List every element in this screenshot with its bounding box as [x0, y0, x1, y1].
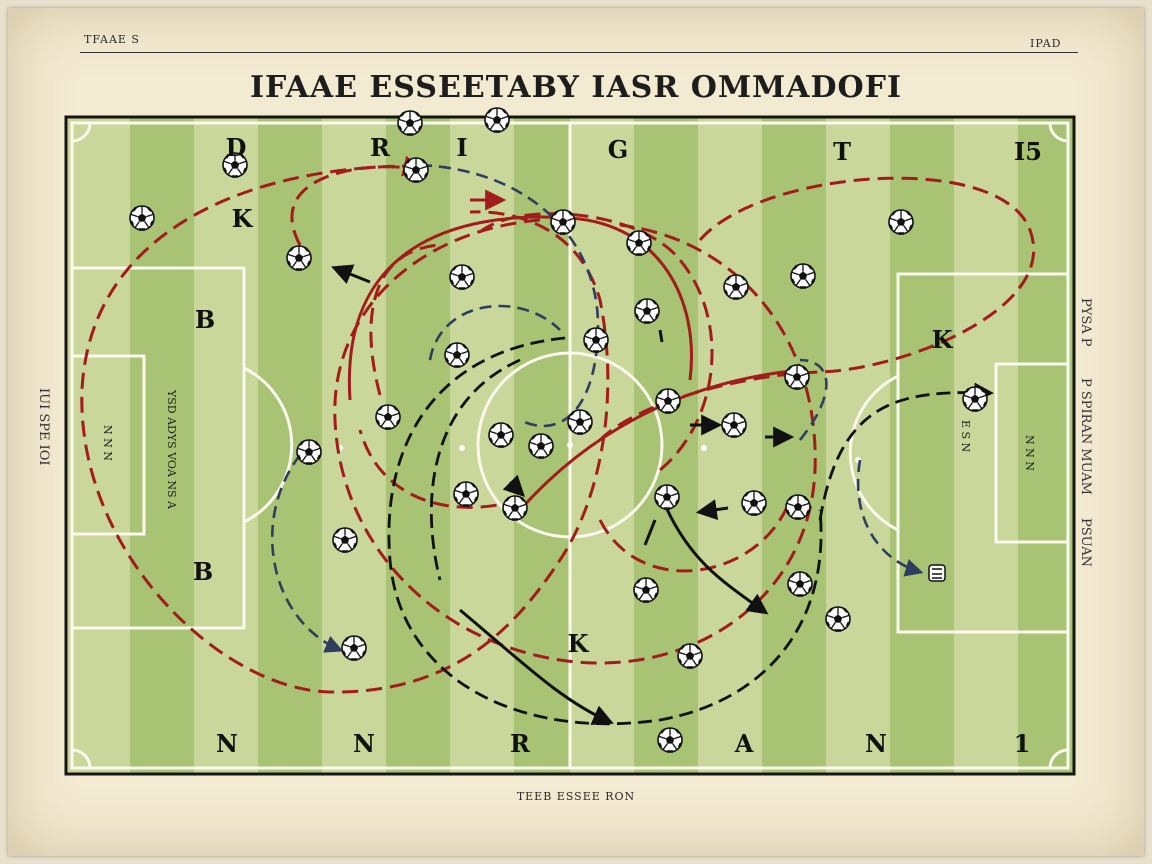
field-letter-left-box-bottom: B	[193, 557, 213, 586]
ball-marker	[487, 421, 515, 449]
ball-marker	[452, 480, 480, 508]
ball-marker	[527, 432, 555, 460]
ball-marker	[448, 263, 476, 291]
ball-marker	[483, 106, 511, 134]
ball-marker	[784, 493, 812, 521]
navy-run-top	[419, 163, 600, 428]
ball-marker	[582, 326, 610, 354]
right-goal-note: N N N	[1023, 435, 1036, 471]
ball-marker	[654, 387, 682, 415]
ball-marker	[887, 208, 915, 236]
black-run-diagonal	[459, 608, 614, 725]
side-label-right-2: P SPIRAN MUAM	[1078, 378, 1093, 495]
field-letter-right-box: K	[932, 325, 954, 354]
field-letter-top: I5	[1014, 137, 1042, 166]
ball-marker	[374, 403, 402, 431]
field-letter-top: T	[833, 137, 851, 166]
center-spot	[567, 442, 573, 448]
left-box-note: YSD ADYS VOA NS A	[165, 389, 178, 510]
red-run-mid	[479, 212, 714, 472]
small-player-token	[928, 564, 946, 582]
field-letter-bottom: R	[510, 729, 531, 758]
right-box-note: E S N	[959, 420, 972, 453]
ball-marker	[549, 208, 577, 236]
header-rule	[80, 52, 1078, 53]
side-label-left: IUI SPE IOI	[36, 388, 51, 466]
black-solid-runs	[331, 264, 795, 725]
side-label-right-1: PYSA P	[1078, 298, 1093, 347]
ball-marker	[295, 438, 323, 466]
red-run-large-loop	[80, 164, 610, 694]
ball-marker	[722, 273, 750, 301]
field-letter-bottom: N	[865, 729, 887, 758]
header-left-label: TFAAE S	[84, 33, 140, 46]
ball-marker	[396, 109, 424, 137]
red-run-low-right	[598, 499, 792, 573]
ball-marker	[340, 634, 368, 662]
red-run-center-loop	[333, 218, 817, 665]
ball-marker	[961, 385, 989, 413]
red-run-return	[358, 429, 521, 509]
ball-marker	[331, 526, 359, 554]
side-label-right-3: PSUAN	[1078, 518, 1093, 567]
black-run-inner	[430, 358, 521, 581]
navy-run-right	[798, 358, 828, 441]
page-title: IFAAE ESSEETABY IASR OMMADOFI	[249, 70, 902, 105]
ball-marker	[783, 363, 811, 391]
footer-caption: TEEB ESSEE RON	[516, 790, 636, 803]
ball-marker	[566, 408, 594, 436]
field-letter-center-bottom: K	[568, 629, 590, 658]
field-letter-bottom: A	[734, 729, 754, 758]
ball-marker	[402, 156, 430, 184]
ball-marker	[653, 483, 681, 511]
ball-marker	[285, 244, 313, 272]
ball-marker	[128, 204, 156, 232]
spot-left-2	[459, 445, 465, 451]
field-letter-top: R	[370, 133, 391, 162]
field-letter-top: I	[456, 133, 467, 162]
navy-runs	[271, 163, 924, 653]
ball-marker	[633, 297, 661, 325]
black-runs	[387, 336, 994, 726]
spot-right-2	[701, 445, 707, 451]
field-letter-left-upper: K	[232, 204, 254, 233]
ball-marker	[786, 570, 814, 598]
field-letter-top: D	[226, 133, 247, 162]
ball-marker	[443, 341, 471, 369]
field-letter-bottom: N	[353, 729, 375, 758]
ball-marker	[789, 262, 817, 290]
field-letter-top: G	[608, 135, 629, 164]
black-run-bottom-loop	[387, 336, 823, 726]
navy-run-center	[428, 304, 561, 361]
ball-marker	[625, 229, 653, 257]
field-border	[64, 115, 1076, 776]
field-letter-bottom: 1	[1014, 729, 1031, 758]
header-right-label: IPAD	[1030, 37, 1062, 50]
red-run-left-inner	[290, 155, 425, 246]
black-run-right	[818, 382, 994, 521]
ball-marker	[720, 411, 748, 439]
ball-marker	[501, 494, 529, 522]
ball-marker	[824, 605, 852, 633]
field-letter-bottom: N	[216, 729, 238, 758]
left-goal-note: N N N	[101, 425, 114, 461]
navy-run-left	[271, 454, 344, 653]
field-letter-left-box-top: B	[195, 305, 215, 334]
ball-marker	[632, 576, 660, 604]
black-run-forward	[663, 504, 769, 615]
red-run-left-box	[369, 243, 441, 396]
navy-run-right-box	[856, 459, 924, 577]
ball-marker	[676, 642, 704, 670]
ball-marker	[656, 726, 684, 754]
ball-marker	[740, 489, 768, 517]
